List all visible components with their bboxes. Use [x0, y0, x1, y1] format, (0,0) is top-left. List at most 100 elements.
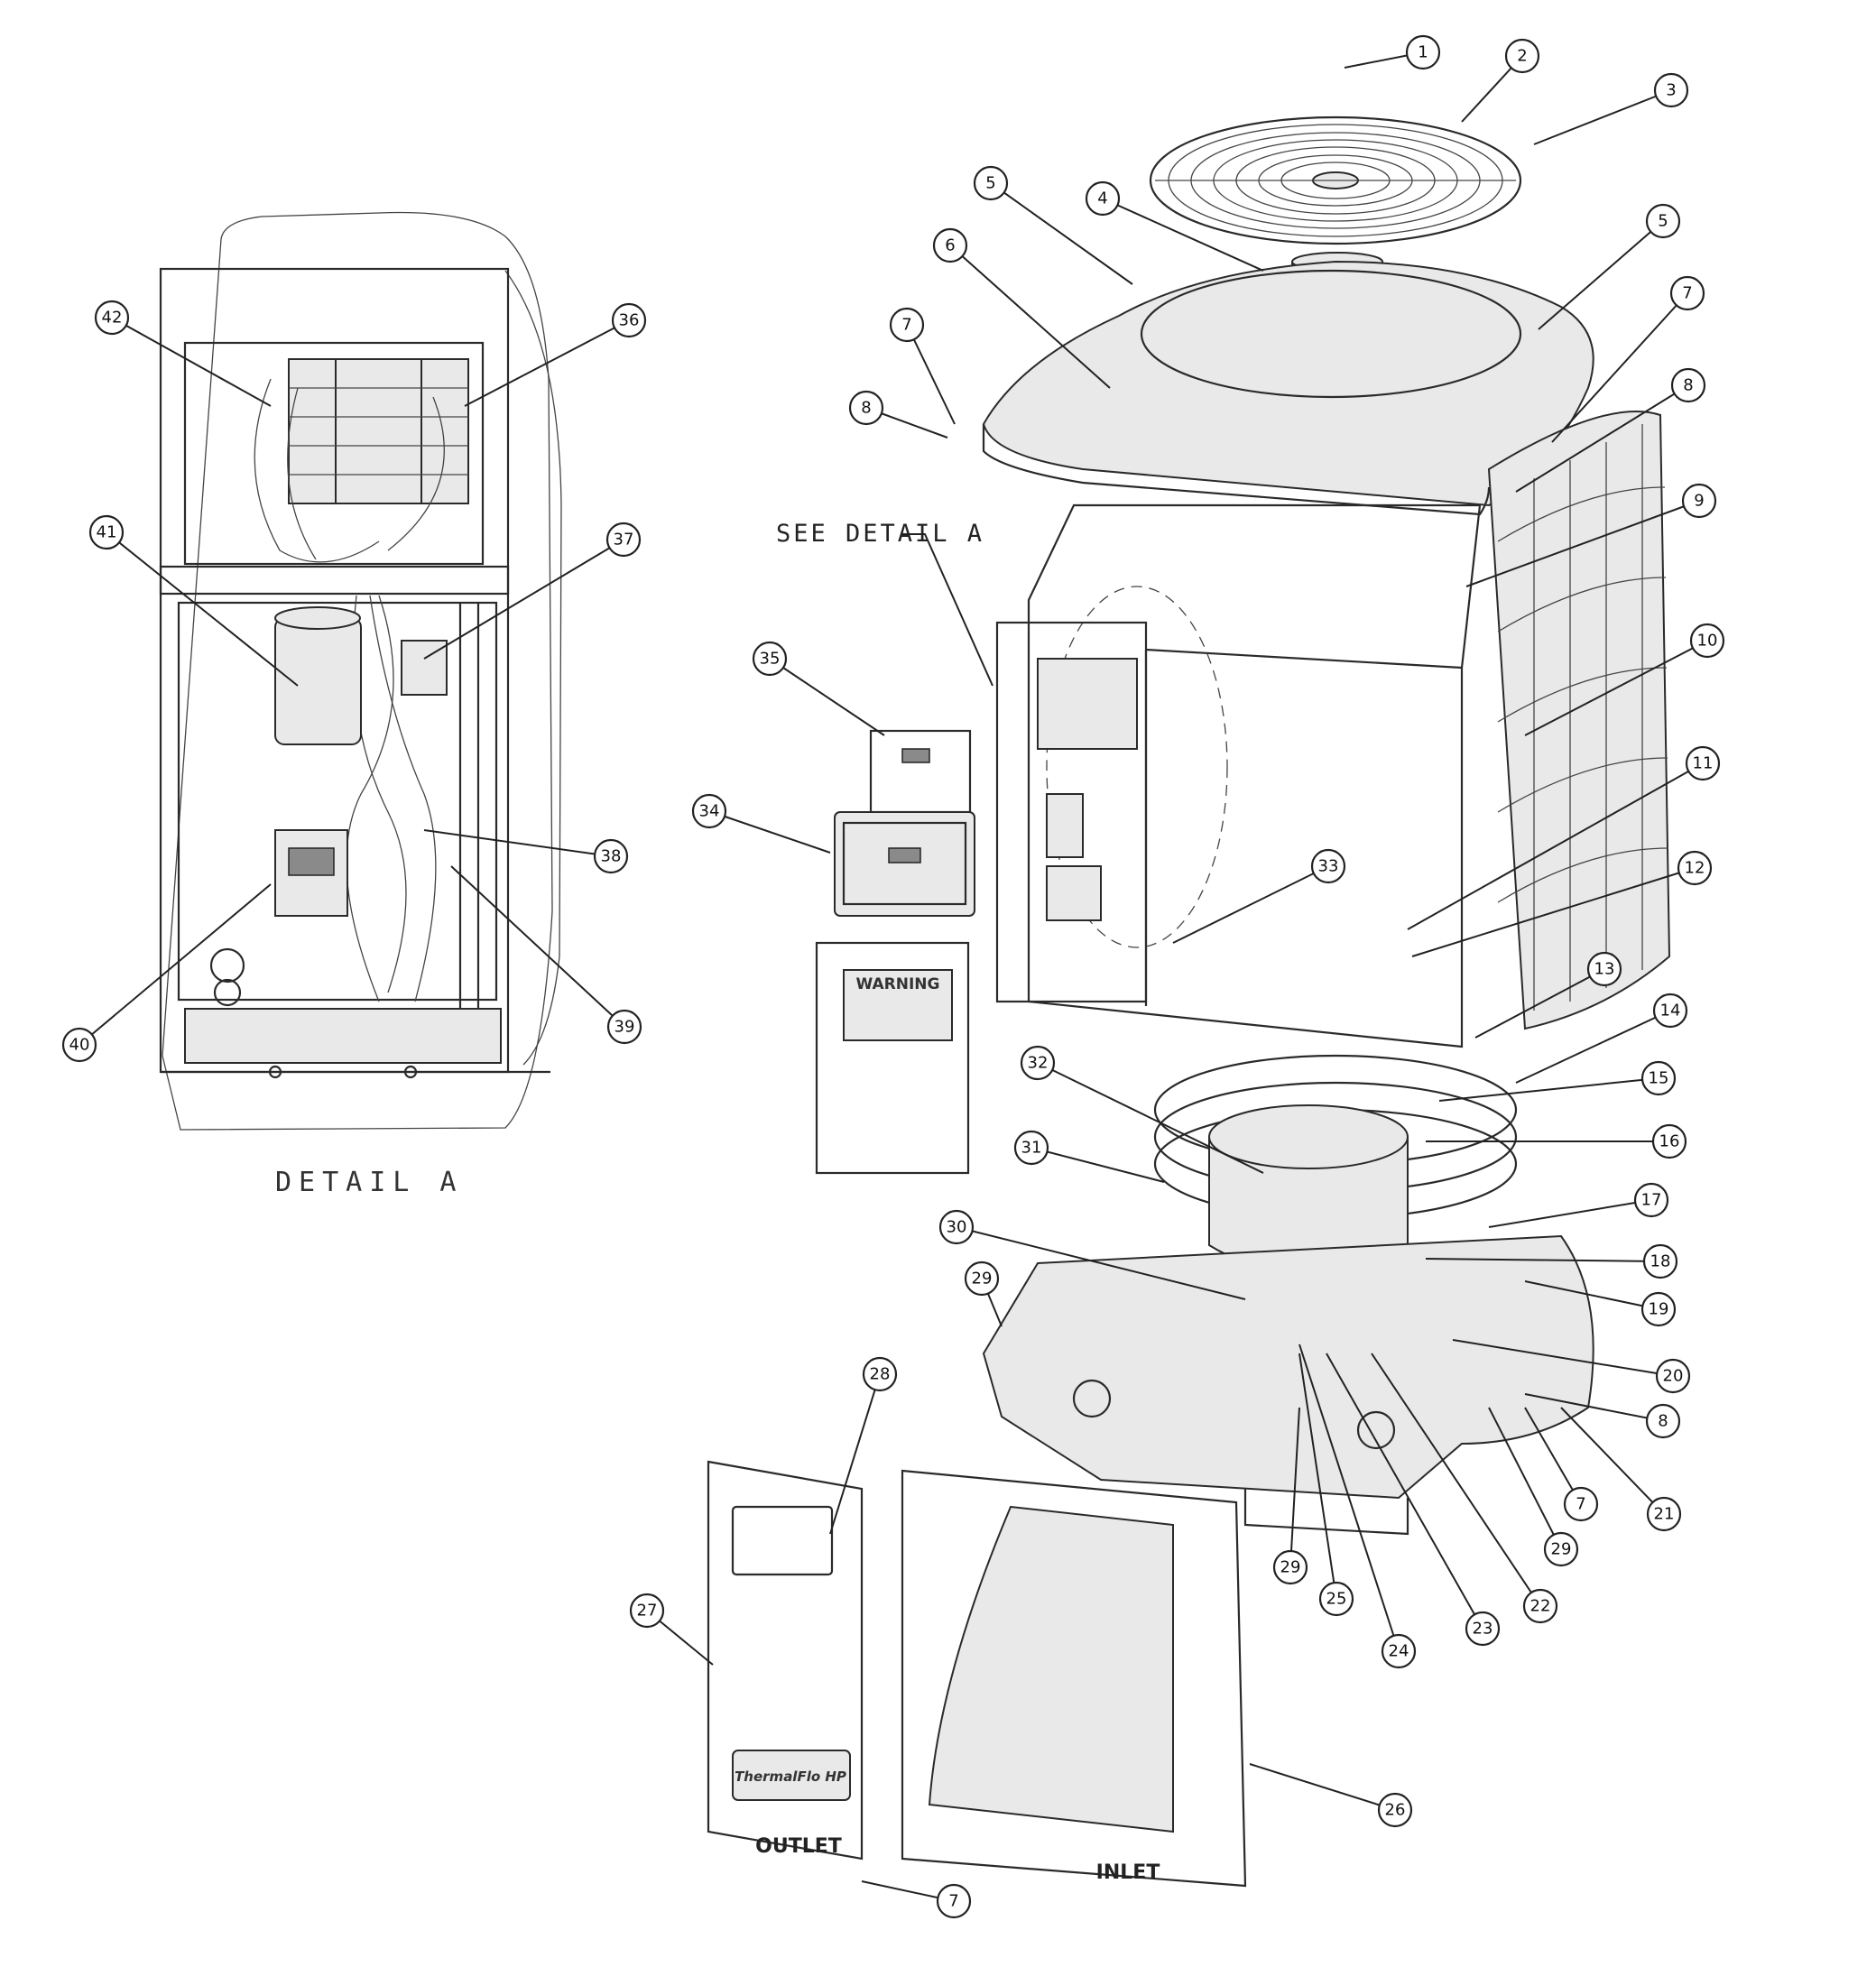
callout-bubble-c21	[1646, 1496, 1682, 1532]
callout-number-c12: 12	[1685, 859, 1705, 878]
callout-number-c7c: 7	[1576, 1495, 1585, 1514]
callout-number-c16: 16	[1659, 1132, 1680, 1151]
callout-bubble-c42	[94, 300, 130, 336]
leader-line-c29b	[1289, 1407, 1300, 1568]
callout-bubble-c12	[1677, 850, 1713, 886]
base-pan	[982, 1234, 1594, 1536]
callout-number-c13: 13	[1594, 960, 1615, 979]
leader-line-c15	[1438, 1077, 1659, 1102]
cabinet-frame	[1027, 503, 1482, 1048]
callout-bubble-c28	[862, 1356, 898, 1392]
callout-bubble-c39	[606, 1009, 642, 1045]
leader-line-c32	[1037, 1062, 1264, 1174]
callout-number-c1: 1	[1418, 43, 1428, 62]
callout-number-c21: 21	[1654, 1505, 1675, 1524]
callout-number-c7d: 7	[948, 1892, 958, 1911]
display-panel	[869, 729, 972, 814]
leader-line-c24	[1298, 1344, 1400, 1652]
callout-bubble-c8b	[1670, 367, 1706, 403]
callout-bubble-c41	[88, 514, 125, 550]
leader-line-c35	[769, 658, 885, 736]
access-panel: WARNING	[815, 941, 970, 1175]
leader-line-c40	[79, 883, 272, 1046]
callout-number-c38: 38	[601, 847, 622, 866]
callout-number-c11: 11	[1693, 754, 1714, 773]
callout-bubble-c24	[1381, 1633, 1417, 1669]
callout-bubble-c14	[1652, 993, 1688, 1029]
leader-line-c20	[1452, 1339, 1674, 1377]
callout-bubble-c27	[629, 1593, 665, 1629]
callout-number-c41: 41	[97, 523, 117, 542]
leader-line-c7b	[1551, 292, 1688, 443]
callout-number-c10: 10	[1697, 632, 1718, 651]
callout-number-c39: 39	[615, 1018, 635, 1037]
callout-bubble-c7a	[889, 307, 925, 343]
warning-label: WARNING	[856, 975, 940, 993]
callout-number-c34: 34	[699, 802, 720, 821]
callout-number-c24: 24	[1389, 1642, 1409, 1661]
callout-bubble-c32	[1020, 1045, 1056, 1081]
callout-number-c14: 14	[1660, 1002, 1681, 1020]
callout-bubble-c34	[691, 793, 727, 829]
leader-line-c4	[1102, 198, 1264, 272]
leader-line-c31	[1030, 1147, 1165, 1183]
leader-line-c23	[1326, 1353, 1483, 1630]
callout-bubble-c7d	[936, 1883, 972, 1919]
callout-number-c29b: 29	[1280, 1558, 1301, 1577]
callout-number-c9: 9	[1694, 492, 1704, 511]
callout-number-c6: 6	[945, 236, 955, 255]
leader-line-c3	[1533, 89, 1672, 145]
callout-number-c7a: 7	[901, 316, 911, 335]
leader-line-c41	[106, 531, 299, 687]
callout-bubble-c7c	[1563, 1486, 1599, 1522]
callout-number-c31: 31	[1021, 1139, 1042, 1158]
callout-number-c29a: 29	[972, 1270, 993, 1288]
callout-number-c23: 23	[1473, 1620, 1493, 1639]
callout-bubble-c18	[1642, 1243, 1678, 1279]
callout-bubble-c36	[611, 302, 647, 338]
callout-number-c32: 32	[1028, 1054, 1049, 1073]
leader-line-c29c	[1488, 1407, 1562, 1550]
leader-line-c28	[829, 1373, 881, 1535]
callout-number-c26: 26	[1385, 1801, 1406, 1820]
front-panel-outlet: ThermalFlo HP OUTLET	[707, 1460, 864, 1861]
callout-number-c4: 4	[1097, 189, 1107, 208]
callout-bubble-c38	[593, 838, 629, 874]
leader-line-c13	[1474, 968, 1605, 1039]
leader-line-c14	[1515, 1010, 1671, 1084]
leader-line-c26	[1249, 1763, 1396, 1811]
callout-number-c29c: 29	[1551, 1540, 1572, 1559]
leader-line-c42	[111, 317, 272, 407]
callout-bubble-c11	[1685, 745, 1721, 781]
callout-number-c30: 30	[947, 1218, 967, 1237]
callout-bubble-c25	[1318, 1581, 1354, 1617]
leader-line-c19	[1524, 1280, 1659, 1310]
leader-line-c10	[1524, 640, 1708, 736]
callout-bubble-c26	[1377, 1792, 1413, 1828]
callout-number-c17: 17	[1641, 1191, 1662, 1210]
leader-line-c5b	[1538, 220, 1664, 330]
callout-number-c27: 27	[637, 1602, 658, 1621]
leader-line-c37	[423, 539, 624, 660]
callout-number-c5b: 5	[1658, 212, 1668, 231]
detail-a-view	[159, 211, 562, 1131]
coil-guard-mesh	[1487, 411, 1671, 1030]
contactor	[274, 829, 348, 917]
callout-bubble-c4	[1085, 180, 1121, 217]
callout-number-c18: 18	[1650, 1252, 1671, 1271]
leader-line-c38	[423, 829, 612, 857]
leader-line-c36	[464, 319, 630, 407]
leader-line-c7c	[1524, 1407, 1582, 1505]
callout-number-c25: 25	[1326, 1590, 1347, 1609]
leader-line-c11	[1407, 762, 1704, 930]
callout-bubble-c35	[752, 641, 788, 677]
leader-line-c9	[1465, 500, 1700, 587]
callout-number-c3: 3	[1666, 81, 1676, 100]
leader-line-c25	[1298, 1353, 1337, 1600]
callout-bubble-c20	[1655, 1358, 1691, 1394]
callout-bubble-c9	[1681, 483, 1717, 519]
leader-line-c7a	[906, 324, 956, 425]
leader-line-c34	[708, 810, 831, 854]
callout-number-c28: 28	[870, 1365, 891, 1384]
